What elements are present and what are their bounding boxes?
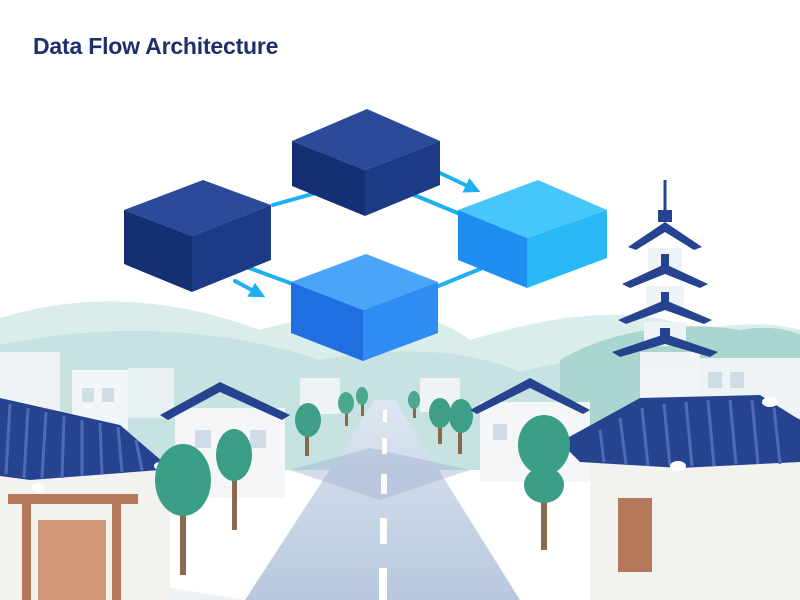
left-hanok [0, 398, 170, 600]
page-title: Data Flow Architecture [33, 33, 279, 59]
node-left [124, 180, 271, 292]
left-tree [155, 429, 252, 575]
pagoda [612, 180, 718, 368]
node-top [292, 109, 440, 216]
right-hanok [560, 395, 800, 600]
roadside-trees [295, 387, 473, 456]
edge-left-to-bottom-arrow [233, 279, 266, 298]
node-bottom [291, 254, 438, 361]
edge-top-to-right [438, 171, 481, 193]
node-right [458, 180, 607, 288]
right-tree [518, 415, 570, 550]
